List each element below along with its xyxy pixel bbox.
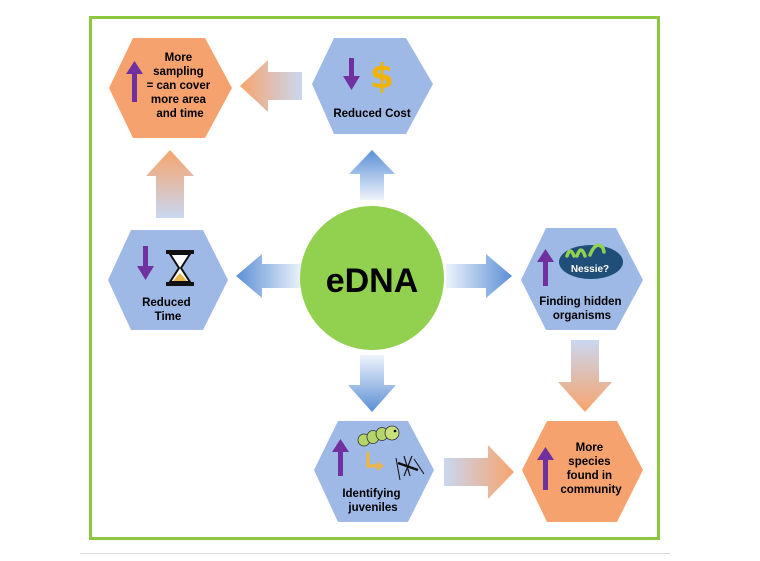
arrow-center-to-cost xyxy=(349,150,395,200)
center-label: eDNA xyxy=(326,262,419,300)
larva-icon xyxy=(357,425,400,447)
node-juveniles: Identifying juveniles xyxy=(314,421,434,522)
center-circle xyxy=(300,206,444,350)
arrow-time-to-sampling xyxy=(146,150,194,218)
bottom-divider xyxy=(80,553,670,554)
up-arrow-icon xyxy=(126,61,143,102)
node-more-sampling: More sampling = can cover more area and … xyxy=(109,38,232,138)
dollar-icon: $ xyxy=(370,57,394,97)
reduced-time-label: Reduced Time xyxy=(142,297,194,323)
hourglass-icon xyxy=(166,250,194,286)
arrow-center-to-time xyxy=(236,254,302,298)
down-arrow-icon xyxy=(343,58,360,90)
up-arrow-icon xyxy=(537,249,554,286)
arrow-juveniles-to-species xyxy=(444,445,514,499)
more-sampling-label: More sampling = can cover more area and … xyxy=(147,52,214,120)
arrow-center-to-juveniles xyxy=(348,355,396,412)
insect-icon xyxy=(395,455,425,481)
transform-arrow-icon xyxy=(366,452,378,468)
reduced-cost-label: Reduced Cost xyxy=(333,108,410,120)
juveniles-label: Identifying juveniles xyxy=(342,488,403,514)
node-reduced-cost: $ Reduced Cost xyxy=(312,38,433,134)
up-arrow-icon xyxy=(332,439,349,476)
hidden-organisms-label: Finding hidden organisms xyxy=(539,296,625,322)
up-arrow-icon xyxy=(537,447,554,490)
node-reduced-time: Reduced Time xyxy=(108,230,228,330)
arrow-hidden-to-species xyxy=(558,340,612,412)
nessie-icon: Nessie? xyxy=(559,243,623,279)
more-species-label: More species found in community xyxy=(560,442,622,496)
arrow-center-to-hidden xyxy=(446,254,512,298)
down-arrow-icon xyxy=(137,246,154,280)
nessie-text: Nessie? xyxy=(571,264,609,275)
larva-to-insect-icon xyxy=(357,425,425,481)
arrow-cost-to-sampling xyxy=(240,60,302,112)
node-more-species: More species found in community xyxy=(522,421,643,522)
node-hidden-organisms: Nessie? Finding hidden organisms xyxy=(521,228,643,330)
